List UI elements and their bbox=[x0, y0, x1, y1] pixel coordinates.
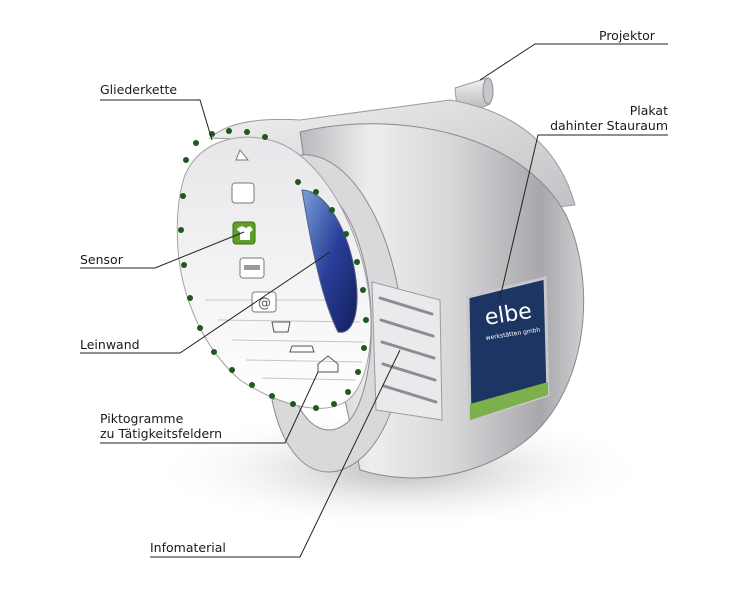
label-sensor: Sensor bbox=[80, 252, 123, 267]
chain-link-dot bbox=[295, 179, 301, 185]
chain-link-dot bbox=[211, 349, 217, 355]
label-plakat-line1: Plakat bbox=[629, 103, 668, 118]
chain-link-dot bbox=[229, 367, 235, 373]
chain-link-dot bbox=[193, 140, 199, 146]
link-chain bbox=[178, 128, 369, 411]
chain-link-dot bbox=[329, 207, 335, 213]
pictogram-blank-icon bbox=[231, 182, 255, 204]
label-piktogramme-line2: zu Tätigkeitsfeldern bbox=[100, 426, 223, 441]
front-rim bbox=[271, 154, 404, 473]
pictogram-at-icon bbox=[251, 291, 277, 313]
poster: elbe werkstätten gmbh bbox=[466, 276, 550, 423]
shirt-icon bbox=[237, 226, 253, 240]
leader-gliederkette bbox=[100, 99, 213, 141]
chain-link-dot bbox=[178, 227, 184, 233]
info-material-rack bbox=[371, 281, 443, 421]
projection-screen bbox=[301, 189, 358, 333]
chain-link-dot bbox=[313, 189, 319, 195]
chain-link-dot bbox=[262, 134, 268, 140]
leader-piktogramme bbox=[100, 371, 319, 444]
chain-link-dot bbox=[355, 369, 361, 375]
chain-link-dot bbox=[183, 157, 189, 163]
chain-link-dot bbox=[181, 262, 187, 268]
label-piktogramme: Piktogramme zu Tätigkeitsfeldern bbox=[100, 411, 222, 441]
chain-link-dot bbox=[180, 193, 186, 199]
poster-green-band bbox=[470, 382, 548, 420]
chain-link-dot bbox=[290, 401, 296, 407]
leader-sensor bbox=[80, 231, 245, 269]
label-leinwand: Leinwand bbox=[80, 337, 140, 352]
label-plakat-line2: dahinter Stauraum bbox=[550, 118, 668, 133]
chain-link-dot bbox=[354, 259, 360, 265]
chain-link-dot bbox=[269, 393, 275, 399]
pictogram-house-icon bbox=[317, 355, 339, 373]
pictogram-pot-icon bbox=[271, 321, 291, 333]
chain-link-dot bbox=[363, 317, 369, 323]
chain-link-dot bbox=[244, 129, 250, 135]
chain-link-dot bbox=[313, 405, 319, 411]
chain-link-dot bbox=[331, 401, 337, 407]
leader-lines bbox=[80, 43, 668, 558]
pictogram-strip: @ bbox=[231, 149, 339, 373]
svg-text:@: @ bbox=[258, 296, 271, 311]
chain-link-dot bbox=[361, 345, 367, 351]
chain-link-dot bbox=[226, 128, 232, 134]
chain-link-dot bbox=[343, 231, 349, 237]
pictogram-triangle-icon bbox=[235, 149, 250, 161]
label-infomaterial: Infomaterial bbox=[150, 540, 226, 555]
leader-projektor bbox=[479, 43, 668, 81]
label-piktogramme-line1: Piktogramme bbox=[100, 411, 184, 426]
label-plakat: Plakat dahinter Stauraum bbox=[548, 103, 668, 133]
label-gliederkette: Gliederkette bbox=[100, 82, 178, 97]
leader-leinwand bbox=[80, 251, 331, 354]
chain-link-dot bbox=[197, 325, 203, 331]
chain-link-dot bbox=[249, 382, 255, 388]
leader-infomaterial bbox=[150, 349, 401, 558]
pictogram-car-icon bbox=[289, 345, 315, 353]
chain-link-dot bbox=[345, 389, 351, 395]
chain-link-dot bbox=[187, 295, 193, 301]
label-projektor: Projektor bbox=[599, 28, 655, 43]
chain-link-dot bbox=[360, 287, 366, 293]
leader-plakat bbox=[499, 134, 668, 299]
